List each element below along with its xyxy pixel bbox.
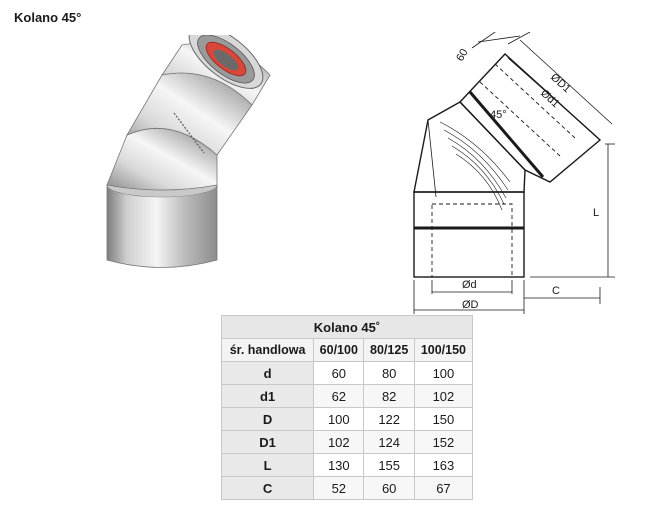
param-cell: L (220, 453, 315, 477)
table-row: L 130 155 163 (220, 453, 474, 477)
value-cell: 82 (363, 384, 415, 408)
technical-drawing: 60 ØD1 Ød1 45° L C Ød ØD (413, 32, 615, 314)
value-cell: 62 (313, 384, 365, 408)
dim-label-60: 60 (454, 47, 471, 64)
table-caption: Kolano 45˚ (221, 315, 473, 339)
value-cell: 67 (413, 476, 474, 500)
spec-table: Kolano 45˚ śr. handlowa 60/100 80/125 10… (220, 315, 474, 500)
value-cell: 102 (413, 384, 474, 408)
value-cell: 60 (313, 361, 365, 385)
table-row: D 100 122 150 (220, 407, 474, 431)
param-cell: d (220, 361, 315, 385)
table-row: d 60 80 100 (220, 361, 474, 385)
value-cell: 60 (363, 476, 415, 500)
value-cell: 150 (413, 407, 474, 431)
value-cell: 100 (313, 407, 365, 431)
table-row: C 52 60 67 (220, 476, 474, 500)
value-cell: 52 (313, 476, 365, 500)
value-cell: 130 (313, 453, 365, 477)
table-header-row: śr. handlowa 60/100 80/125 100/150 (220, 338, 474, 362)
table-row: d1 62 82 102 (220, 384, 474, 408)
dim-label-C: C (552, 285, 560, 297)
dim-label-d: Ød (462, 279, 477, 291)
table-caption-row: Kolano 45˚ (221, 315, 473, 339)
value-cell: 100 (413, 361, 474, 385)
elbow-photo (106, 35, 271, 268)
value-cell: 152 (413, 430, 474, 454)
page-title: Kolano 45° (14, 10, 82, 25)
header-cell: śr. handlowa (220, 338, 315, 362)
value-cell: 155 (363, 453, 415, 477)
value-cell: 163 (413, 453, 474, 477)
param-cell: d1 (220, 384, 315, 408)
header-cell: 100/150 (413, 338, 474, 362)
value-cell: 102 (313, 430, 365, 454)
param-cell: C (220, 476, 315, 500)
value-cell: 124 (363, 430, 415, 454)
value-cell: 122 (363, 407, 415, 431)
header-cell: 80/125 (363, 338, 415, 362)
dim-label-D: ØD (462, 299, 479, 311)
param-cell: D1 (220, 430, 315, 454)
dim-label-angle: 45° (490, 109, 507, 121)
value-cell: 80 (363, 361, 415, 385)
param-cell: D (220, 407, 315, 431)
dim-label-L: L (593, 207, 599, 219)
header-cell: 60/100 (313, 338, 365, 362)
table-row: D1 102 124 152 (220, 430, 474, 454)
